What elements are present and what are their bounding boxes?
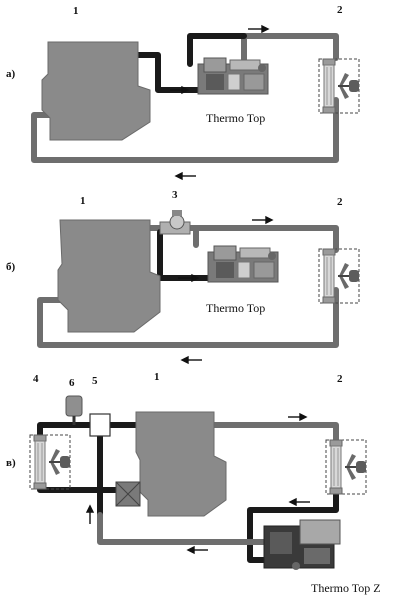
panel-a: а) 1 2 Thermo Top xyxy=(6,4,360,181)
flow-arrow xyxy=(178,273,200,283)
engine-block xyxy=(135,411,227,517)
panel-a-label-engine: 1 xyxy=(73,5,79,17)
panel-b: б) 1 2 3 Thermo Top xyxy=(6,189,360,365)
heater-unit xyxy=(263,519,341,570)
cabin-heater-fan xyxy=(29,434,71,490)
panel-c-label-pump: 6 xyxy=(69,377,75,389)
flow-arrow xyxy=(170,85,190,95)
supply-pipe xyxy=(37,422,139,443)
panel-a-label-radiator: 2 xyxy=(337,4,343,16)
panel-b-label-radiator: 2 xyxy=(337,196,343,208)
heater-unit xyxy=(207,245,279,283)
valve xyxy=(159,210,191,235)
outlet-pipe xyxy=(211,422,339,443)
engine-block xyxy=(57,219,161,333)
supply-pipe xyxy=(187,33,247,67)
panel-c-label-radiator: 2 xyxy=(337,373,343,385)
panel-b-label-engine: 1 xyxy=(80,195,86,207)
flow-arrow xyxy=(180,355,202,365)
panel-a-caption: Thermo Top xyxy=(206,111,265,125)
panel-b-letter: б) xyxy=(6,261,16,273)
panel-c: в) 1 2 4 5 6 Thermo xyxy=(6,371,381,595)
heater-unit xyxy=(197,57,269,95)
valve xyxy=(89,413,111,437)
panel-c-label-valve: 5 xyxy=(92,375,98,387)
pump xyxy=(65,395,83,417)
panel-c-label-engine: 1 xyxy=(154,371,160,383)
panel-b-label-valve: 3 xyxy=(172,189,178,201)
supply-pipe xyxy=(157,229,211,281)
flow-arrow xyxy=(186,545,208,555)
outlet-pipe xyxy=(241,33,339,67)
flow-arrow xyxy=(288,497,310,507)
radiator-fan xyxy=(325,439,367,495)
flow-arrow xyxy=(85,504,95,524)
return-pipe xyxy=(97,512,271,545)
flow-arrow xyxy=(288,412,308,422)
outlet-pipe xyxy=(193,225,339,253)
return-pipe xyxy=(37,287,339,348)
supply-pipe xyxy=(247,491,339,563)
return-pipe xyxy=(31,97,339,163)
flow-arrow xyxy=(248,24,270,34)
panel-c-letter: в) xyxy=(6,457,16,469)
flow-arrow xyxy=(252,215,274,225)
panel-b-caption: Thermo Top xyxy=(206,301,265,315)
panel-c-caption: Thermo Top Z xyxy=(311,581,381,595)
flow-arrow xyxy=(174,171,196,181)
panel-c-label-cabin-heater: 4 xyxy=(33,373,39,385)
engine-block xyxy=(41,41,151,141)
panel-a-letter: а) xyxy=(6,68,16,80)
